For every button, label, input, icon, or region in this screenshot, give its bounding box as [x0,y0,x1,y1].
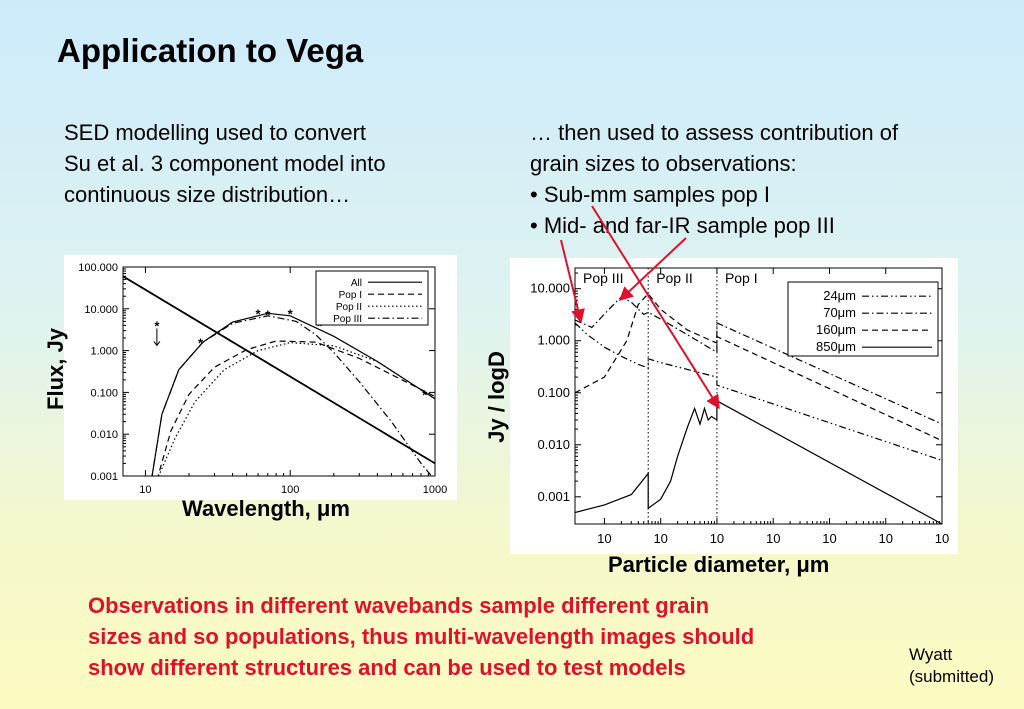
x-tick-label: 10 [822,531,836,546]
series-group [575,292,942,524]
y-tick-label: 0.100 [90,387,118,399]
slide-title: Application to Vega [57,32,364,69]
y-tick-label: 0.010 [537,437,570,452]
series-line [151,315,433,476]
x-tick-label: 100 [281,484,299,496]
arrow-submm-to-popI [591,205,720,410]
y-tick-label: 1.000 [537,333,570,348]
x-tick-label: 10 [597,531,611,546]
credit-line-1: Wyatt [908,645,953,664]
series-line [575,322,942,461]
left-line-1: SED modelling used to convert [64,120,367,145]
left-paragraph: SED modelling used to convert Su et al. … [64,117,386,210]
arrow-midir-to-popIII-a [560,239,585,324]
x-tick-label: 10 [935,531,949,546]
grain-chart-panel: 0.0010.0100.1001.00010.00010110210310410… [510,258,958,554]
left-line-2: Su et al. 3 component model into [64,151,386,176]
legend-label: 24μm [823,288,856,303]
legend-label: Pop I [339,290,362,301]
credit-line-2: (submitted) [908,667,994,686]
sed-x-axis-label: Wavelength, μm [182,496,350,521]
observation-point: * [317,318,323,333]
upper-limit-point: * [154,318,160,333]
region-label: Pop I [725,270,758,286]
y-tick-label: 0.010 [90,429,118,441]
conclusion-line-3: show different structures and can be use… [88,655,686,680]
legend-label: 70μm [823,305,856,320]
legend-box [787,281,939,357]
right-bullet-2: • Mid- and far-IR sample pop III [530,213,835,238]
y-tick-label: 100.000 [78,262,118,274]
series-group [123,275,435,476]
x-tick-label: 10 [766,531,780,546]
conclusion-text: Observations in different wavebands samp… [88,590,754,683]
legend-label: Pop II [336,302,362,313]
observation-point: * [288,306,294,321]
series-line [158,341,435,476]
y-tick-label: 10.000 [530,281,570,296]
legend-label: 850μm [816,339,856,354]
right-paragraph: … then used to assess contribution of gr… [530,117,898,241]
observation-point: * [422,387,428,402]
observation-point: * [198,336,204,351]
left-line-3: continuous size distribution… [64,182,351,207]
grain-x-axis-label: Particle diameter, μm [608,552,830,577]
y-tick-label: 10.000 [84,304,118,316]
y-tick-label: 0.001 [90,471,118,483]
series-line [575,296,942,425]
legend-label: 160μm [816,322,856,337]
series-line [575,399,942,524]
right-line-1: … then used to assess contribution of [530,120,899,145]
grain-chart: 0.0010.0100.1001.00010.00010110210310410… [530,267,949,546]
series-line [123,275,435,465]
x-tick-label: 1000 [423,484,447,496]
x-tick-label: 10 [710,531,724,546]
conclusion-line-1: Observations in different wavebands samp… [88,593,710,618]
legend-label: All [351,278,362,289]
plot-frame [574,267,943,525]
x-tick-label: 10 [139,484,151,496]
right-bullet-1: • Sub-mm samples pop I [530,182,771,207]
observation-point: * [256,306,262,321]
x-tick-label: 10 [653,531,667,546]
arrow-midir-to-popIII-b [618,237,687,301]
sed-chart-panel: 0.001 0.010 0.100 1.000 10.000 100.000 10 100 10… [64,255,457,500]
series-line [575,292,942,442]
y-tick-label: 0.001 [537,489,570,504]
y-tick-label: 1.000 [90,346,118,358]
region-label: Pop II [656,270,693,286]
citation-credit: Wyatt (submitted) [909,644,994,688]
legend-label: Pop III [333,314,362,325]
plot-frame [122,266,436,477]
region-label: Pop III [583,270,623,286]
right-line-2: grain sizes to observations: [530,151,797,176]
upper-limit-arrowhead [153,341,161,347]
conclusion-line-2: sizes and so populations, thus multi-wav… [88,624,755,649]
legend-box [315,270,429,326]
sed-chart: 0.001 0.010 0.100 1.000 10.000 100.000 10 100 10… [78,262,447,496]
y-tick-label: 0.100 [537,385,570,400]
x-tick-label: 10 [879,531,893,546]
observation-point: * [265,307,271,322]
